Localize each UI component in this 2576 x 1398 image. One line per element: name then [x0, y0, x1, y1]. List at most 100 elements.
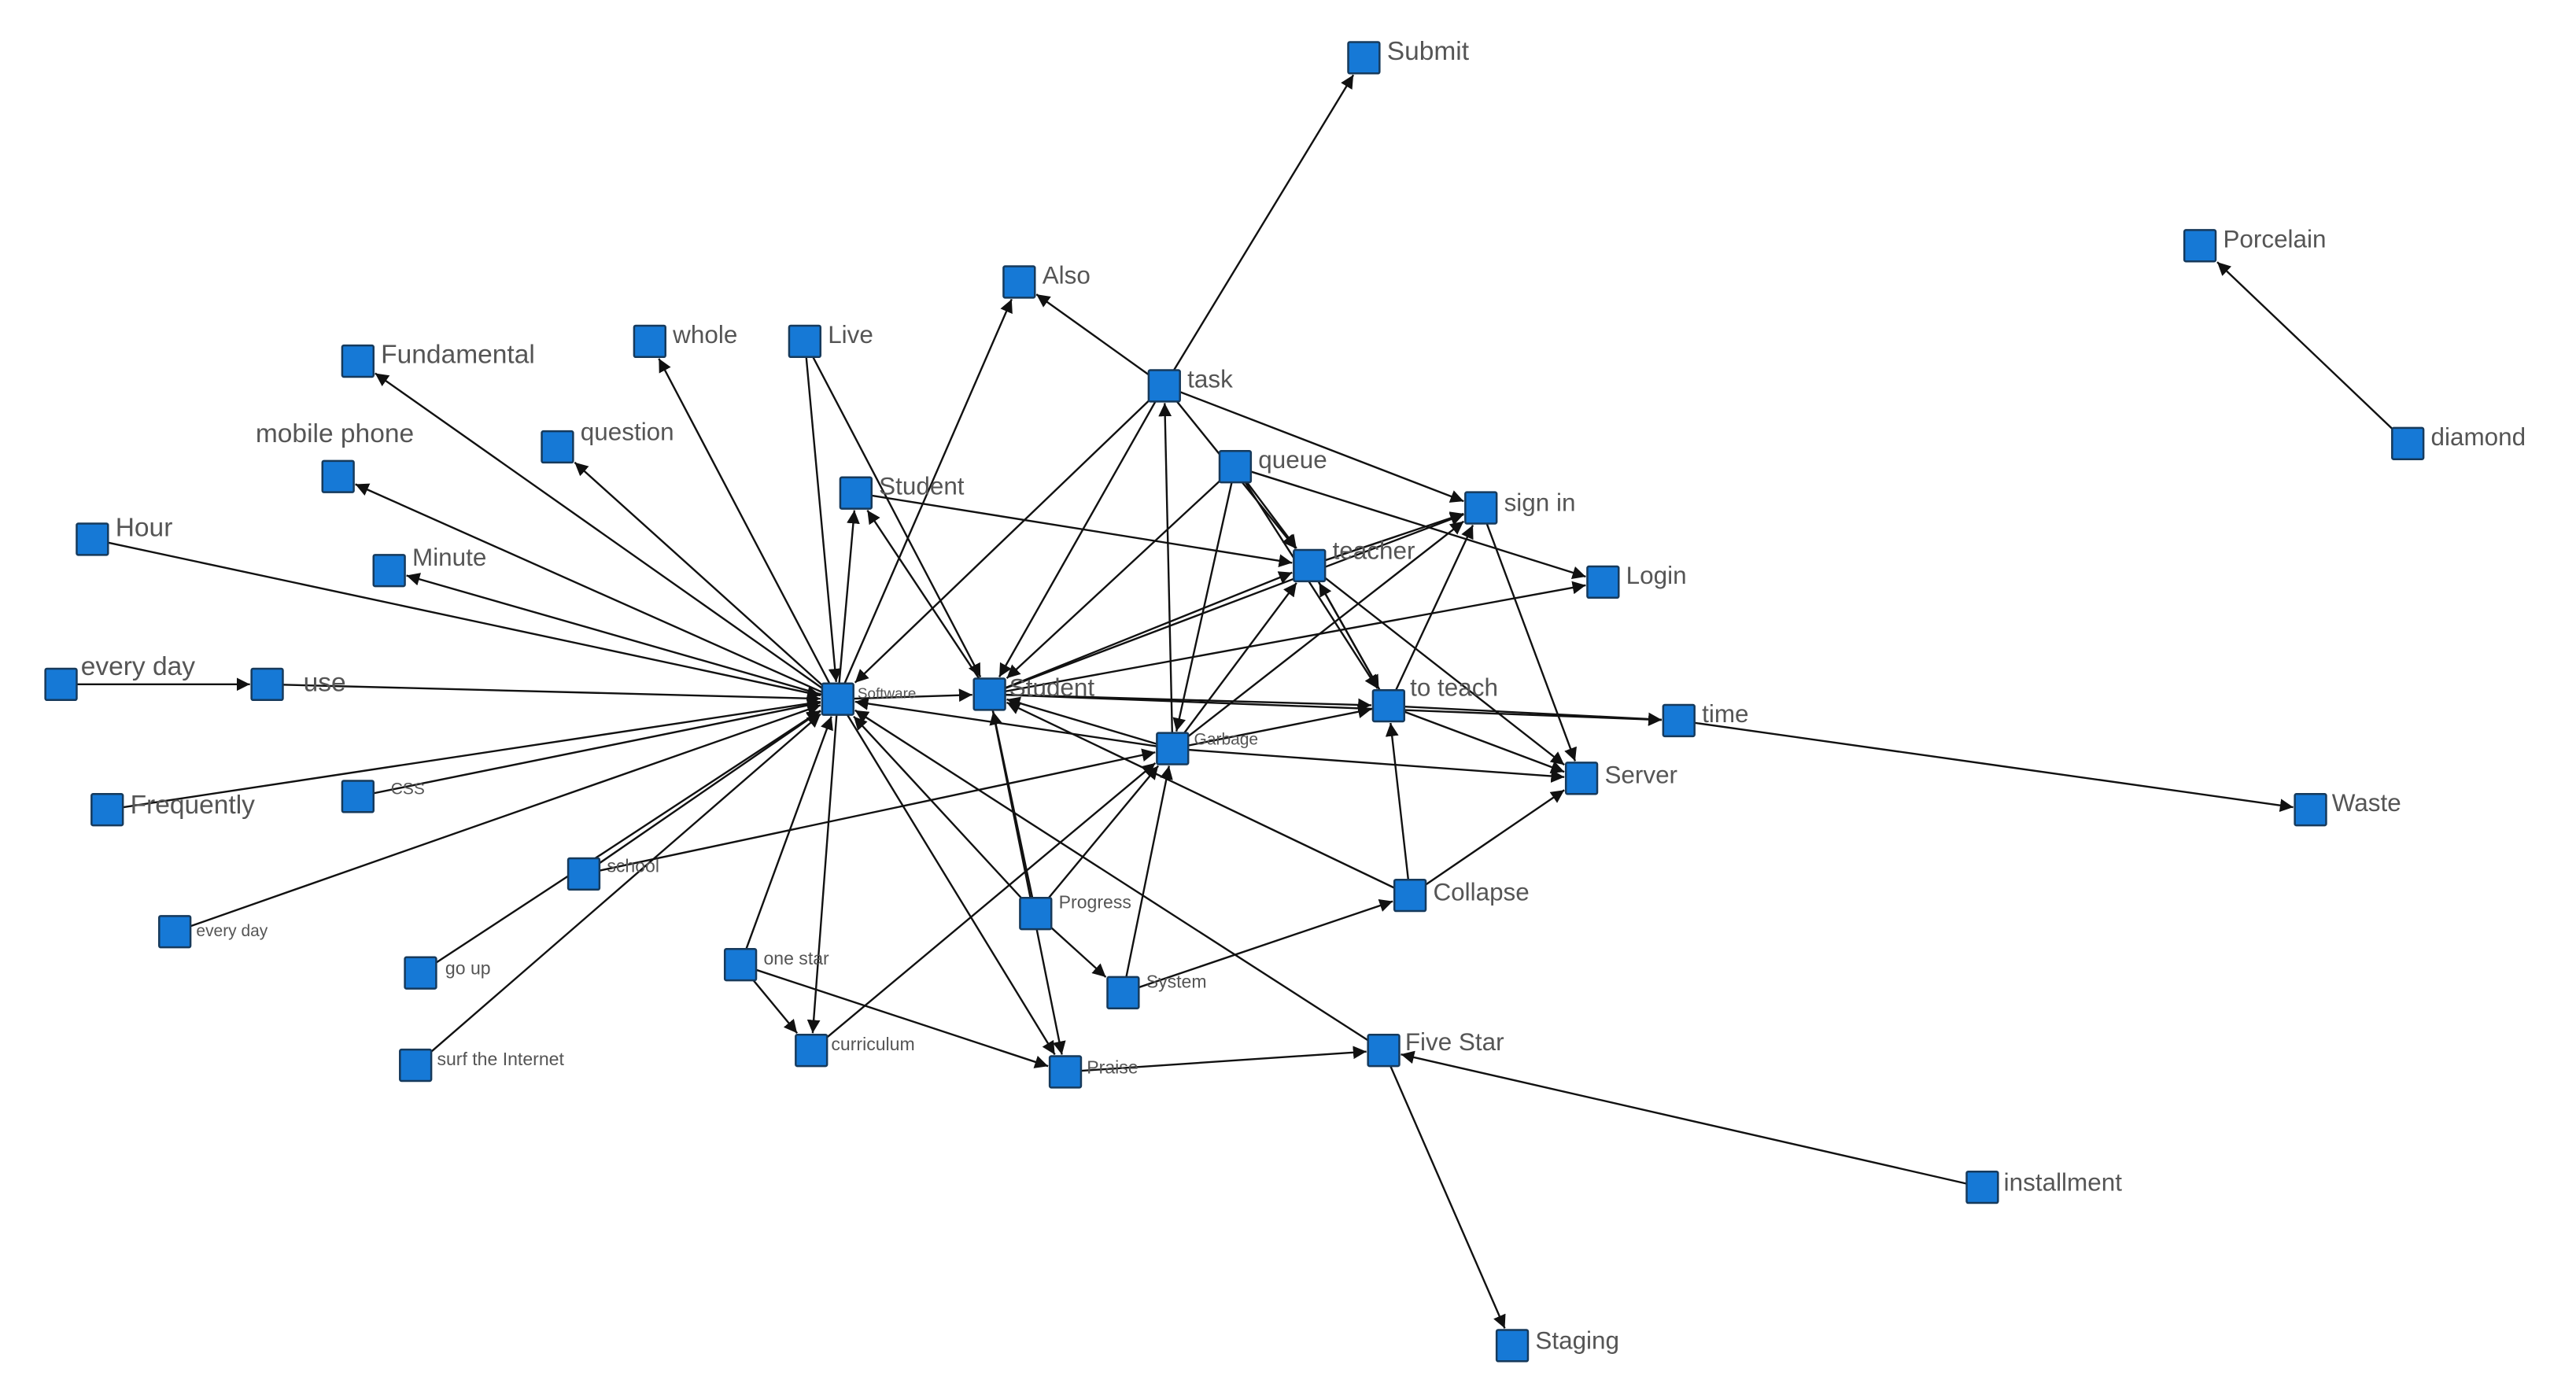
edge-five_star-to-software: [854, 709, 1385, 1052]
node-box[interactable]: [1564, 762, 1599, 795]
node-one-star[interactable]: one star: [723, 948, 829, 982]
node-every-day-1[interactable]: every day: [44, 652, 196, 702]
node-box[interactable]: [1367, 1034, 1401, 1068]
node-box[interactable]: [90, 792, 124, 827]
node-box[interactable]: [2294, 792, 2327, 827]
node-box[interactable]: [1156, 732, 1190, 765]
node-box[interactable]: [76, 522, 109, 556]
node-surf-internet[interactable]: surf the Internet: [399, 1048, 564, 1083]
node-praise[interactable]: Praise: [1048, 1055, 1139, 1089]
node-frequently[interactable]: Frequently: [90, 791, 256, 827]
node-box[interactable]: [2183, 229, 2217, 263]
node-whole[interactable]: whole: [633, 321, 737, 359]
node-box[interactable]: [1218, 450, 1253, 484]
node-label: every day: [81, 652, 196, 681]
node-label: Frequently: [131, 791, 256, 820]
node-live[interactable]: Live: [788, 321, 873, 359]
edge-software-to-also: [836, 298, 1013, 700]
node-box[interactable]: [788, 324, 822, 359]
node-box[interactable]: [2391, 426, 2425, 460]
node-system[interactable]: System: [1106, 971, 1207, 1009]
edge-task-to-software: [854, 385, 1165, 684]
edge-queue-to-garbage: [1172, 466, 1237, 732]
node-box[interactable]: [1393, 878, 1427, 913]
node-label: go up: [445, 958, 491, 979]
node-box[interactable]: [1586, 565, 1620, 599]
node-student-center[interactable]: Student: [972, 673, 1095, 711]
node-box[interactable]: [1495, 1329, 1530, 1363]
node-box[interactable]: [723, 948, 758, 982]
node-box[interactable]: [541, 430, 574, 464]
node-box[interactable]: [158, 915, 192, 949]
node-box[interactable]: [404, 956, 437, 990]
node-box[interactable]: [839, 476, 873, 510]
node-box[interactable]: [795, 1034, 829, 1068]
node-box[interactable]: [341, 344, 375, 378]
node-question[interactable]: question: [541, 419, 674, 464]
node-time[interactable]: time: [1662, 700, 1749, 738]
edge-queue-to-student_center: [1006, 466, 1236, 680]
node-label: Waste: [2332, 789, 2401, 817]
node-fundamental[interactable]: Fundamental: [341, 341, 535, 378]
edge-every_day_2-to-software: [174, 703, 821, 933]
node-also[interactable]: Also: [1002, 261, 1091, 299]
node-to-teach[interactable]: to teach: [1371, 673, 1498, 723]
node-waste[interactable]: Waste: [2294, 789, 2401, 827]
node-css[interactable]: CSS: [341, 780, 425, 813]
node-box[interactable]: [1347, 41, 1381, 75]
node-minute[interactable]: Minute: [372, 544, 487, 588]
node-box[interactable]: [1019, 897, 1053, 931]
node-box[interactable]: [1048, 1055, 1083, 1089]
node-box[interactable]: [1965, 1170, 1999, 1204]
edge-system-to-garbage: [1122, 765, 1173, 994]
node-sign-in[interactable]: sign in: [1464, 489, 1575, 525]
node-teacher[interactable]: teacher: [1293, 537, 1415, 583]
node-box[interactable]: [1293, 548, 1327, 583]
node-mobile-phone[interactable]: mobile phone: [256, 419, 414, 493]
node-box[interactable]: [1662, 703, 1696, 738]
node-box[interactable]: [372, 554, 406, 588]
node-login[interactable]: Login: [1586, 562, 1687, 599]
node-box[interactable]: [44, 667, 78, 702]
node-box[interactable]: [399, 1048, 433, 1083]
node-label: Login: [1626, 562, 1687, 589]
node-hour[interactable]: Hour: [76, 514, 172, 556]
node-box[interactable]: [341, 780, 375, 813]
node-queue[interactable]: queue: [1218, 446, 1327, 484]
edge-garbage-to-to_teach: [1172, 705, 1372, 750]
node-go-up[interactable]: go up: [404, 956, 491, 990]
node-box[interactable]: [821, 682, 854, 716]
node-staging[interactable]: Staging: [1495, 1326, 1619, 1363]
node-label: question: [581, 419, 674, 446]
node-box[interactable]: [1147, 369, 1181, 403]
node-software[interactable]: Software: [821, 682, 917, 716]
node-box[interactable]: [972, 677, 1006, 711]
node-every-day-2[interactable]: every day: [158, 915, 268, 949]
node-five-star[interactable]: Five Star: [1367, 1028, 1504, 1068]
node-label: Progress: [1059, 892, 1131, 913]
edge-software-to-question: [574, 461, 839, 700]
node-school[interactable]: school: [566, 856, 659, 891]
node-server[interactable]: Server: [1564, 762, 1677, 795]
node-box[interactable]: [566, 857, 601, 891]
node-porcelain[interactable]: Porcelain: [2183, 225, 2327, 263]
node-box[interactable]: [1106, 976, 1140, 1009]
node-installment[interactable]: installment: [1965, 1168, 2123, 1204]
node-collapse[interactable]: Collapse: [1393, 878, 1530, 913]
node-progress[interactable]: Progress: [1019, 892, 1131, 931]
node-task[interactable]: task: [1147, 365, 1233, 403]
node-box[interactable]: [1371, 688, 1406, 723]
node-box[interactable]: [250, 667, 284, 702]
edge-teacher-to-server: [1308, 564, 1565, 766]
node-box[interactable]: [633, 324, 666, 359]
node-submit[interactable]: Submit: [1347, 37, 1470, 75]
node-garbage[interactable]: Garbage: [1156, 731, 1258, 765]
node-student-upper[interactable]: Student: [839, 473, 965, 510]
node-use[interactable]: use: [250, 667, 346, 702]
node-diamond[interactable]: diamond: [2391, 423, 2526, 460]
node-box[interactable]: [1464, 491, 1498, 525]
node-box[interactable]: [1002, 265, 1036, 299]
node-curriculum[interactable]: curriculum: [795, 1034, 915, 1068]
node-box[interactable]: [321, 459, 355, 493]
